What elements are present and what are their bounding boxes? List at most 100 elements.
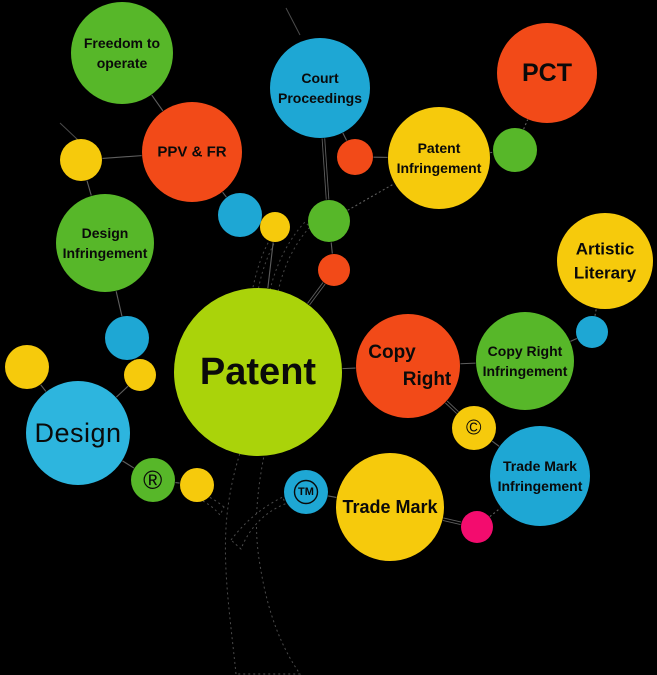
node-ppv-fr: PPV & FR (142, 102, 242, 202)
node-dot-green-a (308, 200, 350, 242)
node-dot-yellow-a (60, 139, 102, 181)
tree-trunk-group (59, 7, 311, 675)
edge-trade-mark-dot-pink-a-0 (442, 520, 461, 526)
node-design-infringement-circle (56, 194, 154, 292)
node-design-infringement-line-1: Infringement (63, 245, 148, 261)
node-trademark-infringement-circle (490, 426, 590, 526)
node-patent-infringement-line-0: Patent (418, 140, 461, 156)
node-copyright-infringement-line-1: Infringement (483, 363, 568, 379)
edge-dot-green-a-dot-orange-a (330, 242, 333, 254)
node-freedom-to-operate-line-0: Freedom to (84, 35, 160, 51)
node-patent-label: Patent (200, 351, 316, 393)
node-registered-mark: ® (131, 458, 175, 502)
node-dot-yellow-b (260, 212, 290, 242)
node-registered-mark-label: ® (143, 465, 163, 495)
node-dot-green-b (493, 128, 537, 172)
node-court-proceedings-line-0: Court (301, 70, 339, 86)
tree-branch-right (230, 496, 286, 550)
edge-copyright-symbol-copy-right-0 (446, 400, 459, 412)
node-design-line-0: Design (34, 418, 121, 448)
node-trade-mark: Trade Mark (336, 453, 444, 561)
node-ppv-fr-circle (142, 102, 242, 202)
node-dot-green-b-circle (493, 128, 537, 172)
node-pct-circle (497, 23, 597, 123)
node-dot-blue-a (218, 193, 262, 237)
node-artistic-literary-circle (557, 213, 653, 309)
edge-dot-green-a-patent-infringement (347, 183, 395, 211)
node-dot-blue-b (576, 316, 608, 348)
edge-copy-right-patent (342, 367, 356, 370)
edge-dot-yellow-a-ppv-fr (102, 155, 142, 160)
node-dot-blue-a-circle (218, 193, 262, 237)
node-registered-mark-circle (131, 458, 175, 502)
node-copyright-symbol: © (452, 406, 496, 450)
node-trademark-infringement-line-0: Trade Mark (503, 458, 577, 474)
edge-trademark-symbol-trade-mark (328, 495, 337, 498)
edge-dot-green-b-pct (523, 119, 529, 130)
edge-dot-yellow-b-patent (267, 242, 274, 289)
node-design-label: Design (34, 418, 121, 448)
node-artistic-literary-line-1: Literary (574, 264, 637, 283)
node-copyright-symbol-label: © (466, 417, 482, 440)
node-court-proceedings-line-1: Proceedings (278, 90, 362, 106)
node-registered-mark-line-0: ® (143, 465, 163, 495)
edge-freedom-to-operate-ppv-fr (151, 94, 164, 112)
edge-dot-yellow-c-design (40, 384, 47, 392)
node-dot-yellow-d (124, 359, 156, 391)
edge-copy-right-copyright-infringement (460, 362, 476, 365)
node-pct-label: PCT (522, 59, 572, 87)
node-dot-yellow-e (180, 468, 214, 502)
node-dot-green-a-circle (308, 200, 350, 242)
node-dot-yellow-c-circle (5, 345, 49, 389)
node-ppv-fr-label: PPV & FR (157, 144, 226, 161)
node-trade-mark-label: Trade Mark (342, 497, 438, 517)
edge-design-registered-mark (122, 460, 135, 469)
node-freedom-to-operate-circle (71, 2, 173, 104)
node-trademark-symbol-ring (293, 479, 319, 505)
node-dot-yellow-a-circle (60, 139, 102, 181)
tree-branch-upper-a (269, 221, 311, 293)
node-trademark-symbol-label: TM (298, 486, 314, 498)
node-patent: Patent (174, 288, 342, 456)
edge-copyright-infringement-dot-blue-b (570, 338, 578, 342)
node-trademark-infringement-line-1: Infringement (498, 478, 583, 494)
node-dot-orange-a-circle (318, 254, 350, 286)
node-dot-pink-a (461, 511, 493, 543)
node-dot-pink-a-circle (461, 511, 493, 543)
node-dot-yellow-c (5, 345, 49, 389)
connector-lines (40, 94, 597, 526)
node-copyright-infringement-line-0: Copy Right (488, 343, 563, 359)
node-patent-line-0: Patent (200, 351, 316, 393)
node-design-infringement-line-0: Design (82, 225, 129, 241)
node-dot-yellow-d-circle (124, 359, 156, 391)
node-design-circle (26, 381, 130, 485)
node-copy-right-line-0: Copy (368, 342, 416, 363)
node-patent-infringement-line-1: Infringement (397, 160, 482, 176)
node-trade-mark-line-0: Trade Mark (342, 497, 438, 517)
node-dot-orange-b (337, 139, 373, 175)
node-dot-orange-a (318, 254, 350, 286)
node-copy-right-line-1: Right (403, 369, 452, 390)
node-dot-orange-b-circle (337, 139, 373, 175)
edge-dot-yellow-a-design-infringement (86, 180, 92, 196)
node-court-proceedings-circle (270, 38, 370, 138)
node-patent-circle (174, 288, 342, 456)
node-dot-blue-c (105, 316, 149, 360)
node-patent-infringement-circle (388, 107, 490, 209)
node-dot-yellow-e-circle (180, 468, 214, 502)
edge-dot-orange-a-patent-0 (307, 282, 324, 304)
tree-trunk (224, 435, 301, 675)
